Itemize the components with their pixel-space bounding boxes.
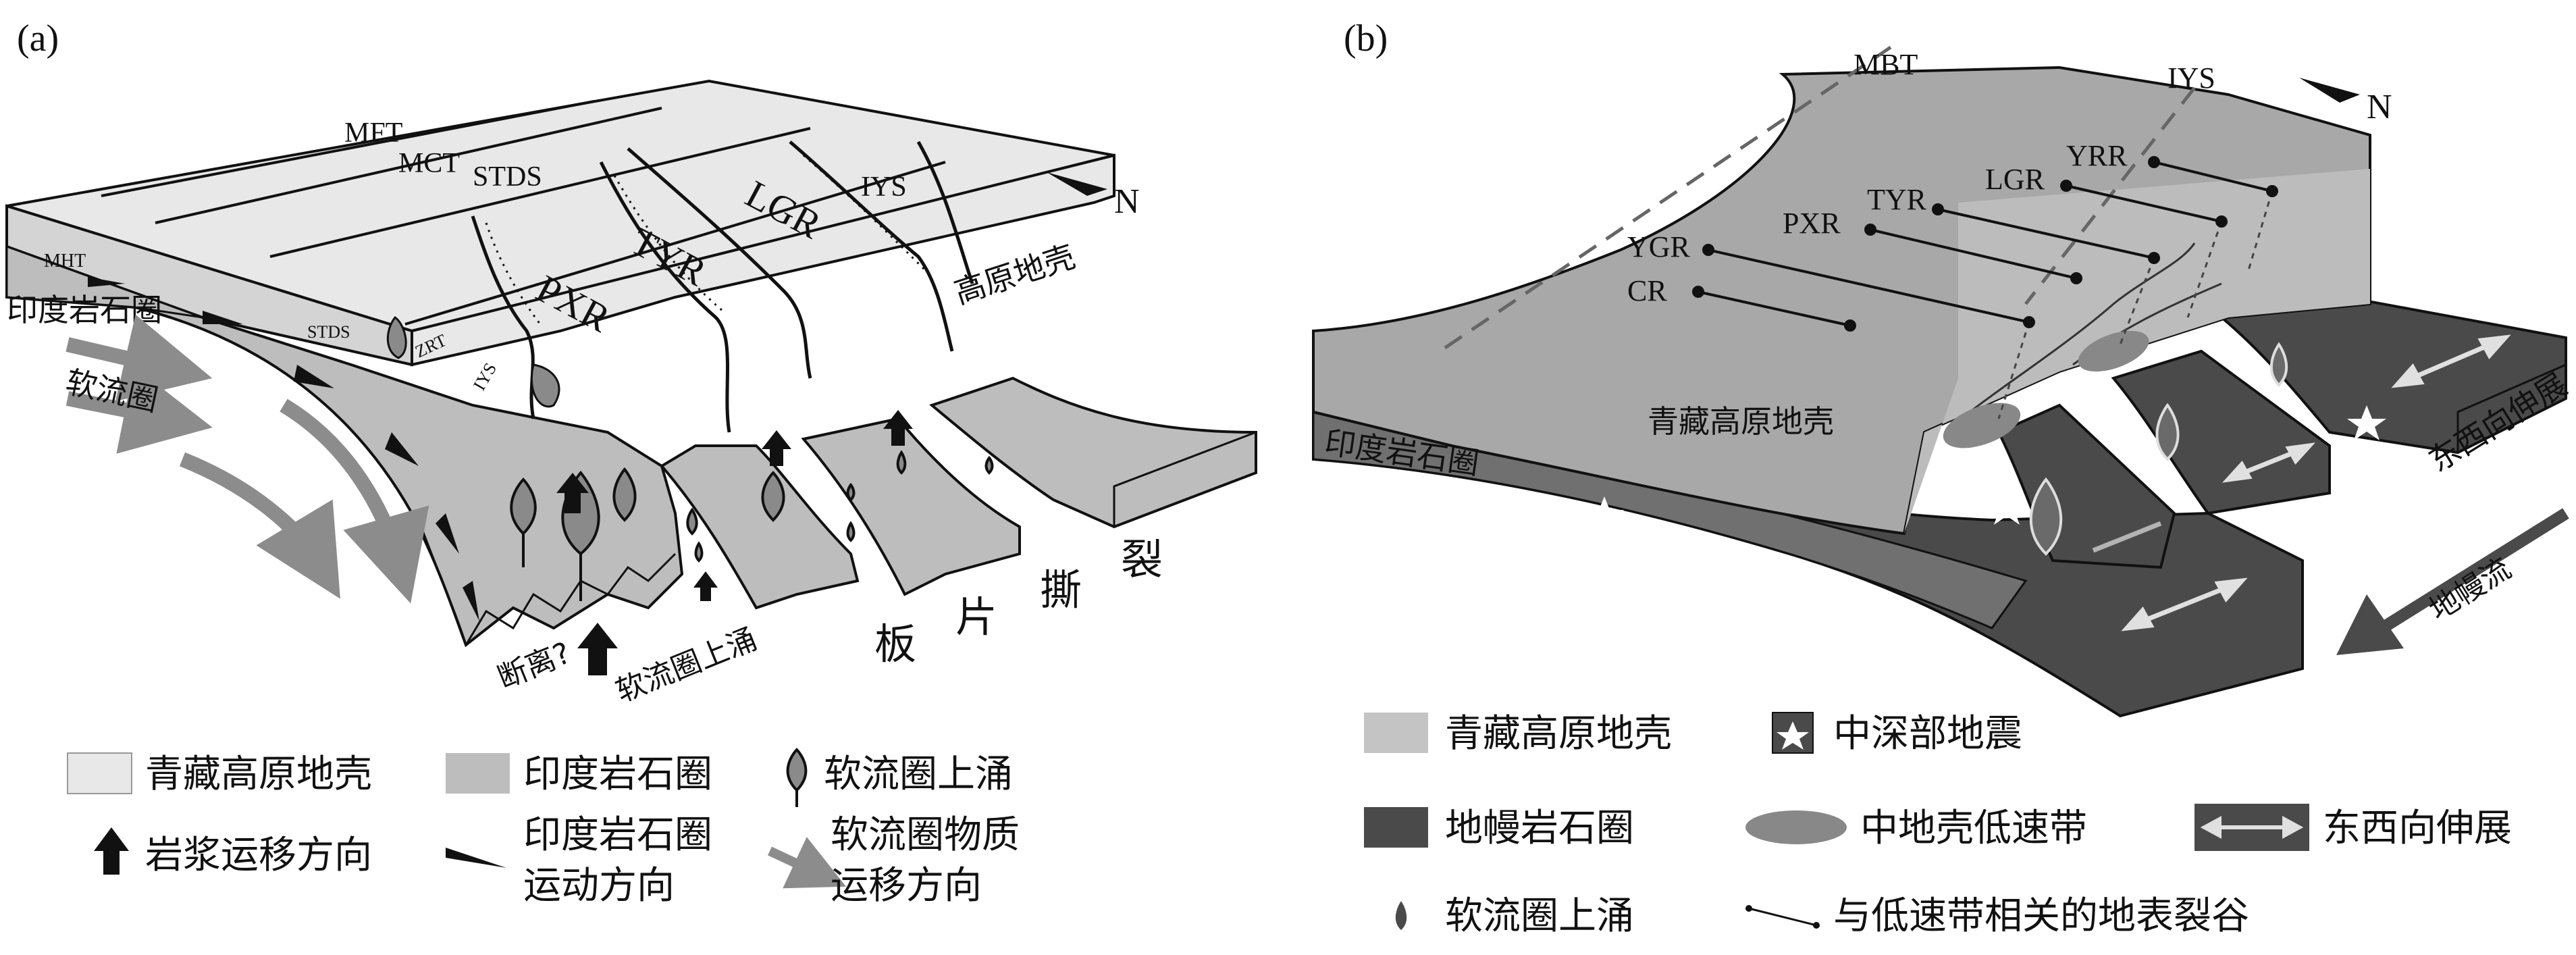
fault-mft: MFT: [344, 118, 402, 149]
label-slab-tearing: 板 片 撕 裂: [874, 535, 1163, 669]
legend-mantle-lithosphere: 地幔岩石圈: [1445, 806, 1634, 850]
legend-earthquake: 中深部地震: [1833, 712, 2022, 756]
svg-text:板: 板: [874, 619, 916, 669]
plateau-crust-block-b: [1312, 66, 2371, 536]
legend-magma: 岩浆运移方向: [145, 833, 372, 877]
legend-upwelling-icon-b: [1395, 901, 1407, 931]
legend-upwelling: 软流圈上涌: [824, 752, 1013, 796]
slab-block-3: [2218, 288, 2567, 455]
magma-arrows: [556, 410, 913, 675]
legend-ew-extension: 东西向伸展: [2323, 806, 2512, 850]
fault-mbt: MBT: [1854, 48, 1918, 81]
rift-pxr: PXR: [1783, 207, 1841, 240]
label-stds-small: STDS: [307, 322, 350, 342]
legend-low-velocity: 中地壳低速带: [1860, 806, 2087, 850]
fault-stds: STDS: [473, 161, 542, 192]
legend-swatch-plateau-crust: [67, 752, 132, 794]
legend-upwelling-b: 软流圈上涌: [1445, 894, 1634, 938]
panel-a-tag: (a): [17, 18, 59, 59]
upwelling-drops-b: [2029, 342, 2288, 556]
rift-tyr: TYR: [1867, 183, 1927, 216]
legend-plateau-crust: 青藏高原地壳: [145, 752, 372, 796]
fault-mct: MCT: [398, 148, 460, 179]
plateau-crust-side: [411, 153, 1115, 367]
fault-mht: MHT: [44, 251, 86, 272]
legend-star-icon: [1777, 721, 1809, 750]
panel-b: (b): [1312, 18, 2573, 938]
legend-rift: 与低速带相关的地表裂谷: [1833, 894, 2249, 938]
label-detachment: 断离?: [493, 636, 575, 696]
panel-b-tag: (b): [1344, 18, 1388, 59]
slab-piece-2: [801, 417, 1021, 596]
legend-swatch-mantle-lithosphere: [1364, 807, 1428, 848]
low-velocity-zone: [2078, 330, 2149, 372]
rift-yrr: YRR: [2066, 139, 2128, 172]
legend-plateau-crust-b: 青藏高原地壳: [1445, 712, 1672, 756]
legend-rift-icon: [1745, 905, 1820, 929]
label-iys-small: IYS: [469, 359, 500, 394]
legend-upwelling-icon: [786, 748, 808, 807]
astheno-flow-arrows: [65, 314, 429, 604]
rift-ygr: YGR: [1627, 230, 1691, 263]
fault-iys: IYS: [2167, 61, 2215, 95]
fault-iys: IYS: [861, 172, 907, 203]
ew-extension-arrows: [2092, 334, 2511, 631]
legend-a: 青藏高原地壳 印度岩石圈 软流圈上涌 岩浆运移方向 印度岩石圈 运动方向 软流圈…: [67, 748, 1020, 908]
legend-astheno-flow-2: 运移方向: [831, 864, 982, 908]
svg-text:裂: 裂: [1121, 535, 1163, 584]
north-arrow-b: N: [2299, 78, 2392, 126]
legend-astheno-flow-icon: [768, 837, 847, 889]
legend-indian-motion-1: 印度岩石圈: [523, 813, 712, 857]
low-velocity-zone: [1943, 403, 2021, 448]
svg-text:片: 片: [955, 592, 997, 642]
north-arrow-a: N: [1047, 172, 1140, 221]
mantle-flow-arrow: [2336, 508, 2569, 655]
rift-cr: CR: [1627, 274, 1667, 307]
legend-astheno-flow-1: 软流圈物质: [831, 813, 1020, 857]
legend-motion-icon: [446, 848, 506, 868]
legend-swatch-indian-lithosphere: [446, 753, 510, 794]
panel-a: (a): [5, 18, 1257, 908]
svg-text:撕: 撕: [1040, 565, 1082, 615]
slab-block-2: [2111, 349, 2331, 515]
legend-indian-motion-2: 运动方向: [523, 864, 675, 908]
slab-piece-1: [659, 444, 860, 610]
label-indian-lithosphere: 印度岩石圈: [7, 292, 162, 328]
legend-swatch-plateau-crust-b: [1364, 713, 1428, 753]
label-upwelling: 软流圈上涌: [611, 621, 762, 709]
label-plateau-crust-b: 青藏高原地壳: [1648, 403, 1834, 440]
earthquake-stars: [1585, 405, 2386, 532]
rift-lgr: LGR: [1985, 163, 2045, 196]
svg-text:N: N: [1114, 182, 1140, 221]
legend-magma-arrow-icon: [94, 827, 129, 875]
indian-motion-markers: [88, 277, 479, 621]
svg-text:N: N: [2367, 88, 2392, 126]
label-plateau-crust: 高原地壳: [950, 238, 1080, 311]
label-mantle-flow: 地幔流: [2423, 551, 2517, 627]
legend-indian-lithosphere: 印度岩石圈: [523, 752, 712, 796]
legend-b: 青藏高原地壳 中深部地震 地幔岩石圈 中地壳低速带 东西向伸展 软流圈上涌 与低…: [1364, 712, 2512, 938]
legend-ew-arrow-icon: [2200, 815, 2304, 840]
rift-lines: [1692, 156, 2278, 332]
legend-low-velocity-icon: [1745, 810, 1847, 844]
